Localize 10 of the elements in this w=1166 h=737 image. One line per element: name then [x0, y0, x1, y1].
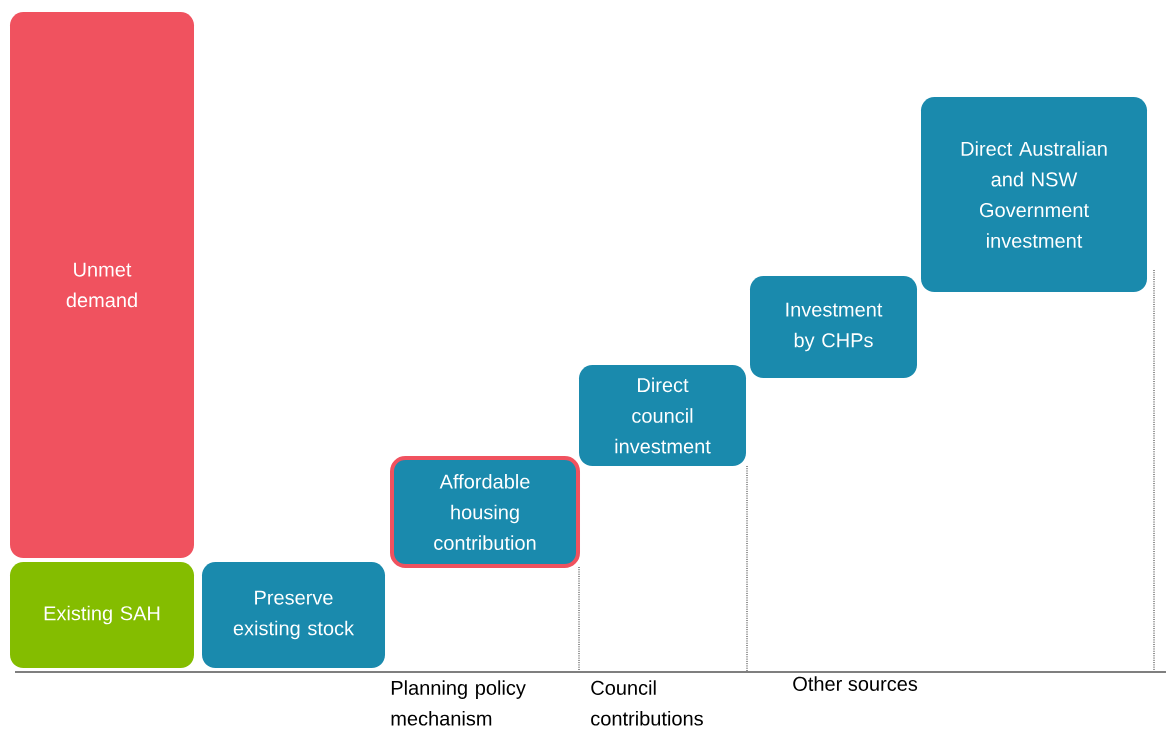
stock-box: Existing SAH: [10, 562, 194, 668]
demand-bar: Unmet demand: [10, 12, 194, 558]
funding-box: Affordable housing contribution: [390, 456, 580, 568]
funding-box: Direct Australian and NSW Government investment: [921, 97, 1147, 292]
axis-label: Planning policy mechanism: [391, 680, 526, 726]
funding-box: Direct council investment: [579, 365, 746, 466]
funding-box: Preserve existing stock: [202, 562, 385, 668]
axis-label: Council contributions: [591, 680, 703, 726]
funding-box: Investment by CHPs: [750, 276, 917, 378]
axis-label: Other sources: [793, 676, 918, 691]
